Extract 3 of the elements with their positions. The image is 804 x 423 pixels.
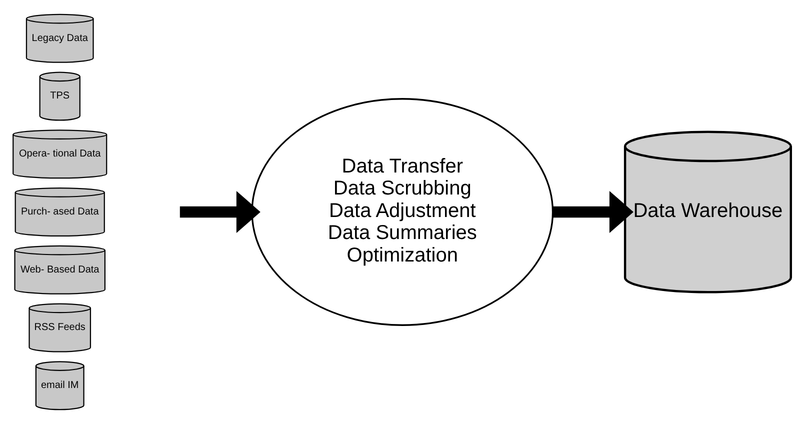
arrow — [552, 190, 634, 233]
node-ellipse: Data Transfer Data Scrubbing Data Adjustment Data Summaries Optimization — [251, 98, 554, 326]
arrow — [180, 190, 260, 233]
